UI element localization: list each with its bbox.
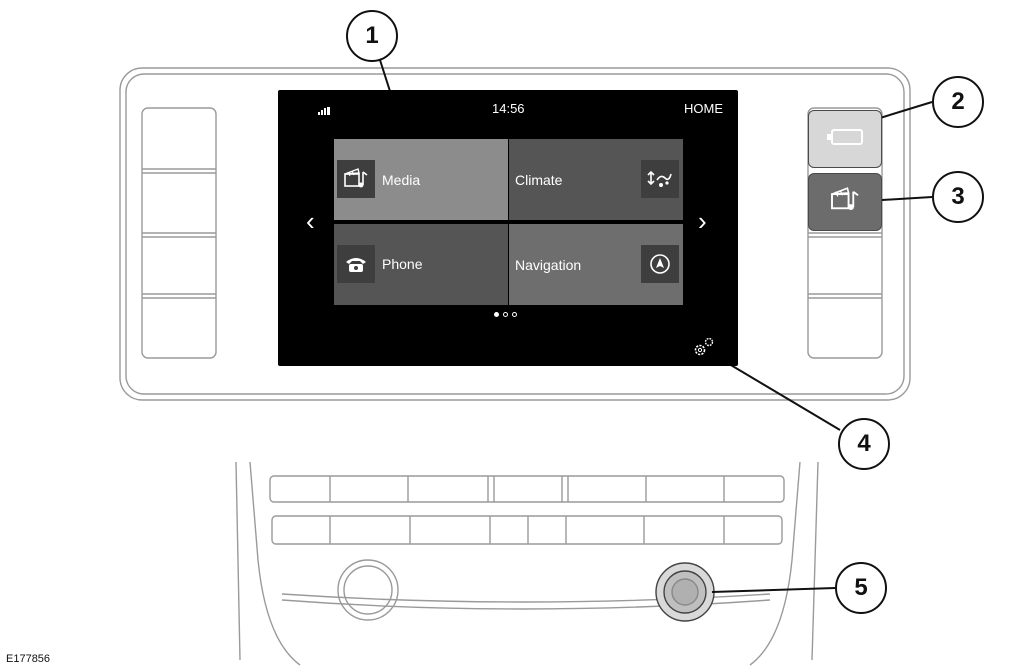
touchscreen[interactable]: 14:56 HOME Media Climate: [278, 90, 738, 366]
tile-climate-label: Climate: [515, 172, 563, 188]
page-indicator: [494, 312, 517, 317]
callout-2: 2: [932, 76, 984, 128]
navigation-icon: [641, 245, 679, 283]
tile-navigation-label: Navigation: [515, 257, 582, 273]
page-dot: [503, 312, 508, 317]
climate-icon: [641, 160, 679, 198]
next-page-arrow[interactable]: ›: [698, 206, 707, 236]
figure-id: E177856: [6, 653, 51, 665]
callout-1: 1: [346, 10, 398, 62]
page-dot: [512, 312, 517, 317]
media-icon: [337, 160, 375, 198]
tile-media[interactable]: Media: [334, 139, 508, 220]
home-label[interactable]: HOME: [684, 101, 723, 116]
media-icon: [829, 186, 861, 218]
tile-navigation[interactable]: Navigation: [509, 224, 683, 305]
phone-icon: [337, 245, 375, 283]
callout-5: 5: [835, 562, 887, 614]
tile-phone-label: Phone: [382, 256, 423, 272]
settings-gears-icon[interactable]: [692, 336, 716, 363]
media-button[interactable]: [808, 173, 882, 231]
tile-phone[interactable]: Phone: [334, 224, 508, 305]
power-button[interactable]: [808, 110, 882, 168]
callout-3: 3: [932, 171, 984, 223]
signal-strength-icon: [318, 107, 332, 115]
clock-time: 14:56: [492, 101, 525, 116]
previous-page-arrow[interactable]: ‹: [306, 206, 315, 236]
page-dot: [494, 312, 499, 317]
tile-climate[interactable]: Climate: [509, 139, 683, 220]
battery-icon: [824, 127, 866, 152]
callout-4: 4: [838, 418, 890, 470]
tile-media-label: Media: [382, 172, 421, 188]
